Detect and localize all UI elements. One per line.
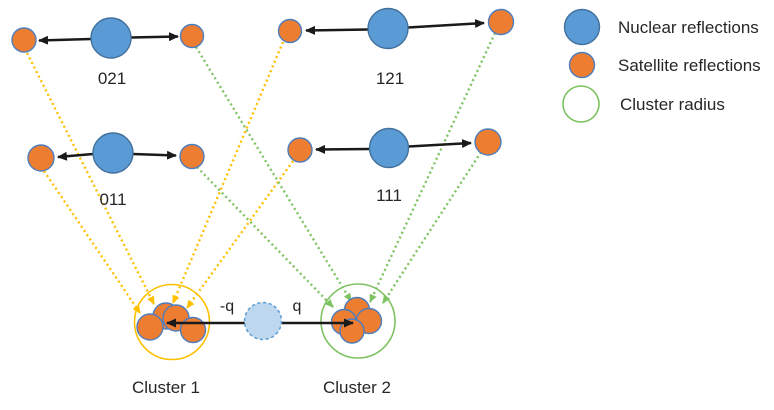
q-vector-arrow-right	[408, 139, 472, 148]
legend-label-nuclear: Nuclear reflections	[618, 18, 759, 37]
q-vector-arrow-left	[315, 144, 371, 154]
satellite-reflection-right	[179, 23, 205, 49]
legend-label-cluster-radius: Cluster radius	[620, 95, 725, 114]
q-vector-arrow-left	[38, 35, 92, 45]
q-vector-arrow-right	[132, 150, 177, 160]
satellite-reflection-right	[487, 8, 515, 36]
minus-q-label: -q	[220, 298, 234, 315]
legend-item-satellite: Satellite reflections	[568, 51, 761, 79]
q-vector-arrow-right	[130, 32, 179, 42]
mapping-line-011-right-to-cluster2	[196, 166, 334, 308]
plus-q-label: q	[293, 298, 302, 315]
mapping-line-111-left-to-cluster1	[186, 160, 294, 309]
group-label-121: 121	[376, 69, 404, 88]
mapping-line-121-right-to-cluster2	[368, 32, 497, 303]
satellite-reflection-right	[474, 128, 502, 156]
reflection-group-011: 011	[27, 132, 205, 209]
satellite-reflection-left	[277, 18, 303, 44]
satellite-reflection-swatch-icon	[568, 51, 596, 79]
reflection-group-111: 111	[287, 127, 502, 205]
cluster-satellite	[136, 313, 164, 341]
satellite-reflection-right	[179, 143, 205, 170]
cluster-1-label: Cluster 1	[132, 378, 200, 397]
cluster-radius-swatch-icon	[562, 85, 600, 123]
mapping-line-111-right-to-cluster2	[381, 151, 483, 304]
group-label-111: 111	[376, 186, 402, 205]
cluster-2-label: Cluster 2	[323, 378, 391, 397]
satellite-reflection-left	[27, 144, 55, 172]
legend: Nuclear reflections Satellite reflection…	[562, 8, 761, 123]
mapping-line-011-left-to-cluster1	[43, 170, 141, 314]
reflection-group-121: 121	[277, 7, 515, 88]
mapping-line-021-right-to-cluster2	[194, 46, 353, 302]
nuclear-reflection	[367, 7, 409, 50]
q-vector-arrow-left	[57, 151, 94, 161]
legend-item-cluster-radius: Cluster radius	[562, 85, 725, 123]
mapping-line-021-left-to-cluster1	[25, 52, 156, 305]
satellite-reflection-left	[11, 27, 37, 53]
reflection-group-021: 021	[11, 17, 205, 88]
cluster-2-satellites	[330, 296, 383, 344]
nuclear-reflection	[92, 132, 134, 174]
satellite-reflection-left	[287, 137, 313, 163]
cluster-satellite	[179, 316, 207, 344]
group-label-021: 021	[98, 69, 126, 88]
q-vector-arrow-right	[407, 19, 485, 29]
nuclear-reflection	[90, 17, 132, 59]
legend-label-satellite: Satellite reflections	[618, 56, 761, 75]
nuclear-reflection-swatch-icon	[563, 8, 601, 46]
group-label-011: 011	[99, 190, 126, 209]
nuclear-reflection	[368, 127, 410, 169]
mapping-line-121-left-to-cluster1	[171, 41, 285, 304]
legend-item-nuclear: Nuclear reflections	[563, 8, 759, 46]
origin-reflection-circle	[243, 301, 283, 341]
q-vector-arrow-left	[305, 25, 369, 35]
